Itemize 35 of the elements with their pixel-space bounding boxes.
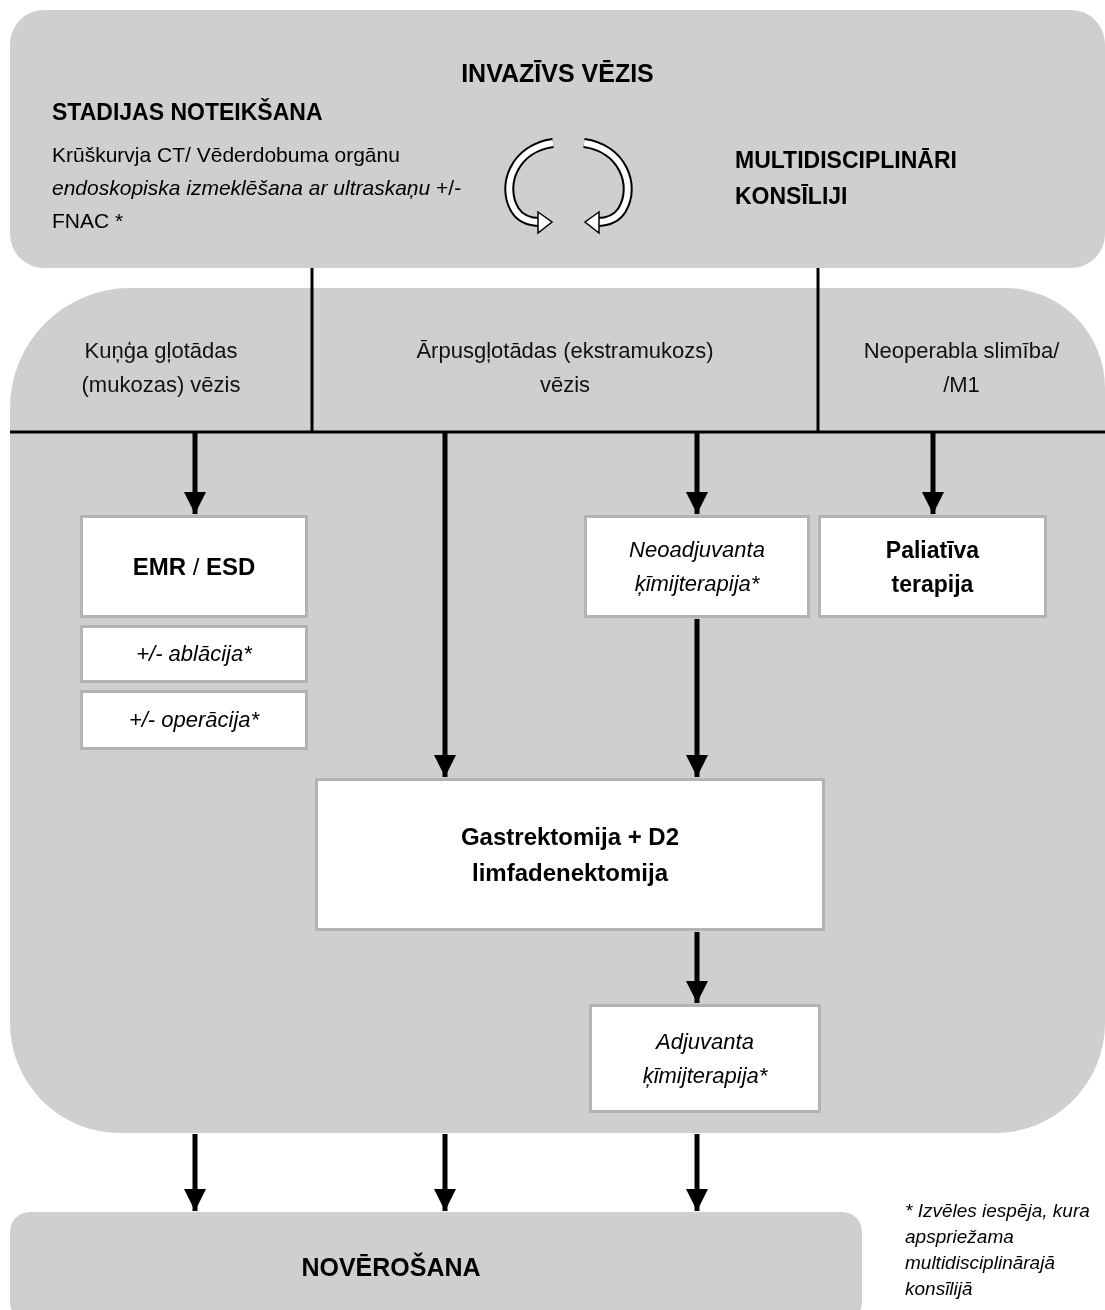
process-box [589, 1004, 821, 1113]
process-box [80, 515, 308, 618]
column-header: Kuņģa gļotādas (mukozas) vēzis [80, 337, 242, 399]
treatment-panel [10, 288, 1105, 1133]
box-label: Gastrektomija + D2 limfadenektomija [459, 821, 681, 888]
arrow [184, 433, 206, 514]
arrow [434, 433, 456, 777]
stage-panel [10, 10, 1105, 268]
box-label: EMR / ESD [132, 551, 256, 582]
panel-heading: INVAZĪVS VĒZIS [460, 58, 655, 89]
process-box [80, 690, 308, 750]
outcome-band [10, 1212, 862, 1310]
arrow [922, 433, 944, 514]
box-label: Paliatīva terapija [884, 535, 981, 599]
arrow [686, 932, 708, 1003]
process-box [818, 515, 1047, 618]
panel-heading: MULTIDISCIPLINĀRI KONSĪLIJI [735, 146, 958, 211]
process-box [584, 515, 810, 618]
footnote: * Izvēles iespēja, kura apspriežama multidisciplinārajā konsīlijā [905, 1199, 1091, 1301]
box-label: +/- operācija* [128, 706, 260, 734]
arrow [686, 619, 708, 777]
band-label: NOVĒROŠANA [301, 1251, 481, 1283]
panel-heading: STADIJAS NOTEIKŠANA [52, 97, 323, 127]
column-header: Neoperabla slimība/ /M1 [862, 337, 1061, 399]
arrow [686, 1134, 708, 1211]
arrow [434, 1134, 456, 1211]
staging-description: Krūškurvja CT/ Vēderdobuma orgānu endoskopiska izmeklēšana ar ultraskaņu +/- FNAC * [52, 142, 463, 234]
box-label: +/- ablācija* [136, 640, 252, 668]
box-label: Neoadjuvanta ķīmijterapija* [628, 535, 766, 598]
arrow [184, 1134, 206, 1211]
arrow [686, 433, 708, 514]
process-box [315, 778, 825, 931]
box-label: Adjuvanta ķīmijterapija* [641, 1027, 769, 1090]
column-header: Ārpusgļotādas (ekstramukozs) vēzis [415, 337, 715, 399]
process-box [80, 625, 308, 683]
